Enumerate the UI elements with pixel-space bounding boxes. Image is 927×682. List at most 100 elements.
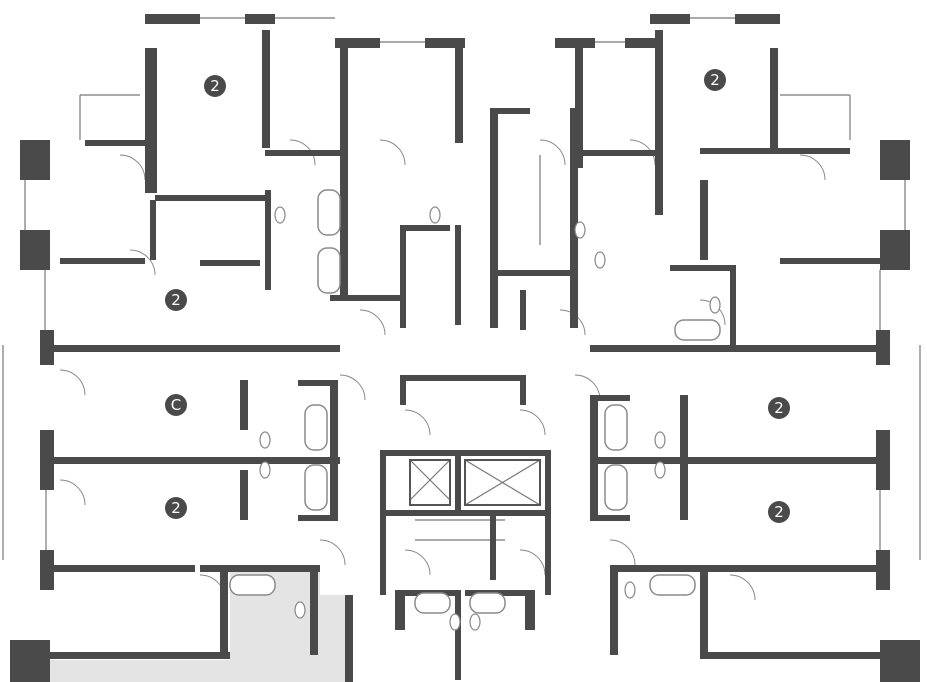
wall [520, 375, 526, 405]
bathtub-icon [649, 574, 696, 596]
wall [545, 515, 551, 595]
wall [400, 225, 450, 231]
toilet-icon [294, 601, 306, 619]
door-arc [339, 374, 366, 401]
wall [876, 430, 890, 490]
wall [590, 395, 630, 401]
wall [240, 470, 248, 520]
wall [265, 190, 271, 290]
room-badge[interactable]: 2 [768, 501, 790, 523]
toilet-icon [624, 581, 636, 599]
wall [335, 38, 380, 48]
toilet-icon [594, 251, 606, 269]
toilet-icon [429, 206, 441, 224]
wall [730, 265, 736, 350]
room-badge[interactable]: 2 [165, 497, 187, 519]
wall [735, 14, 780, 24]
wall [40, 565, 195, 572]
room-badge[interactable]: 2 [704, 69, 726, 91]
wall [240, 380, 248, 430]
wall [298, 515, 338, 521]
door-arc [119, 154, 146, 181]
wall [400, 228, 406, 328]
wall [200, 260, 260, 266]
wall [670, 265, 730, 271]
wall [425, 38, 465, 48]
bathtub-icon [304, 464, 328, 511]
door-arc [359, 309, 386, 336]
toilet-icon [654, 461, 666, 479]
toilet-icon [259, 431, 271, 449]
door-arc [404, 549, 431, 576]
toilet-icon [574, 221, 586, 239]
room-badge[interactable]: C [165, 394, 187, 416]
door-arc [799, 154, 826, 181]
wall [590, 345, 880, 352]
wall [490, 515, 496, 580]
wall [150, 200, 156, 260]
bathtub-icon [674, 319, 721, 341]
door-arc [629, 139, 656, 166]
wall [40, 652, 230, 659]
selected-apartment-area[interactable] [20, 572, 350, 682]
wall [395, 590, 405, 630]
wall [498, 270, 578, 276]
wall [345, 595, 353, 682]
wall [85, 140, 145, 146]
bathtub-icon [317, 247, 341, 294]
wall [400, 375, 525, 381]
wall [40, 430, 54, 490]
wall [590, 515, 630, 521]
bathtub-icon [604, 464, 628, 511]
wall [380, 450, 386, 520]
door-arc [379, 139, 406, 166]
door-arc [404, 409, 431, 436]
wall [700, 148, 820, 154]
door-arc [539, 139, 566, 166]
wall [525, 590, 535, 630]
wall [590, 395, 598, 520]
wall [490, 108, 498, 328]
wall [155, 195, 265, 201]
wall [545, 450, 551, 520]
wall [400, 375, 406, 405]
wall [298, 380, 338, 386]
wall [20, 230, 50, 270]
wall [40, 550, 54, 590]
toilet-icon [469, 613, 481, 631]
wall [580, 150, 660, 156]
sanitary-fixtures [229, 189, 721, 631]
wall [876, 550, 890, 590]
door-arc [59, 479, 86, 506]
wall [330, 380, 338, 520]
room-badge[interactable]: 2 [768, 397, 790, 419]
wall [490, 108, 530, 114]
bathtub-icon [469, 592, 506, 614]
toilet-icon [449, 613, 461, 631]
wall [610, 565, 880, 572]
door-arc [289, 139, 316, 166]
wall [245, 14, 275, 24]
toilet-icon [709, 296, 721, 314]
bathtub-icon [604, 404, 628, 451]
elevator-shaft [409, 459, 451, 506]
wall [575, 48, 583, 168]
wall [610, 570, 618, 655]
wall [680, 395, 688, 520]
highlight-area [20, 572, 350, 682]
room-badge[interactable]: 2 [204, 75, 226, 97]
wall [700, 652, 880, 659]
toilet-icon [259, 461, 271, 479]
door-arc [129, 249, 156, 276]
room-badge[interactable]: 2 [165, 289, 187, 311]
wall [455, 225, 461, 325]
wall [262, 30, 270, 148]
bathtub-icon [317, 189, 341, 236]
wall [770, 48, 778, 148]
wall [220, 570, 228, 655]
wall [880, 230, 910, 270]
wall [265, 150, 345, 156]
wall [310, 570, 318, 655]
bathtub-icon [414, 592, 451, 614]
